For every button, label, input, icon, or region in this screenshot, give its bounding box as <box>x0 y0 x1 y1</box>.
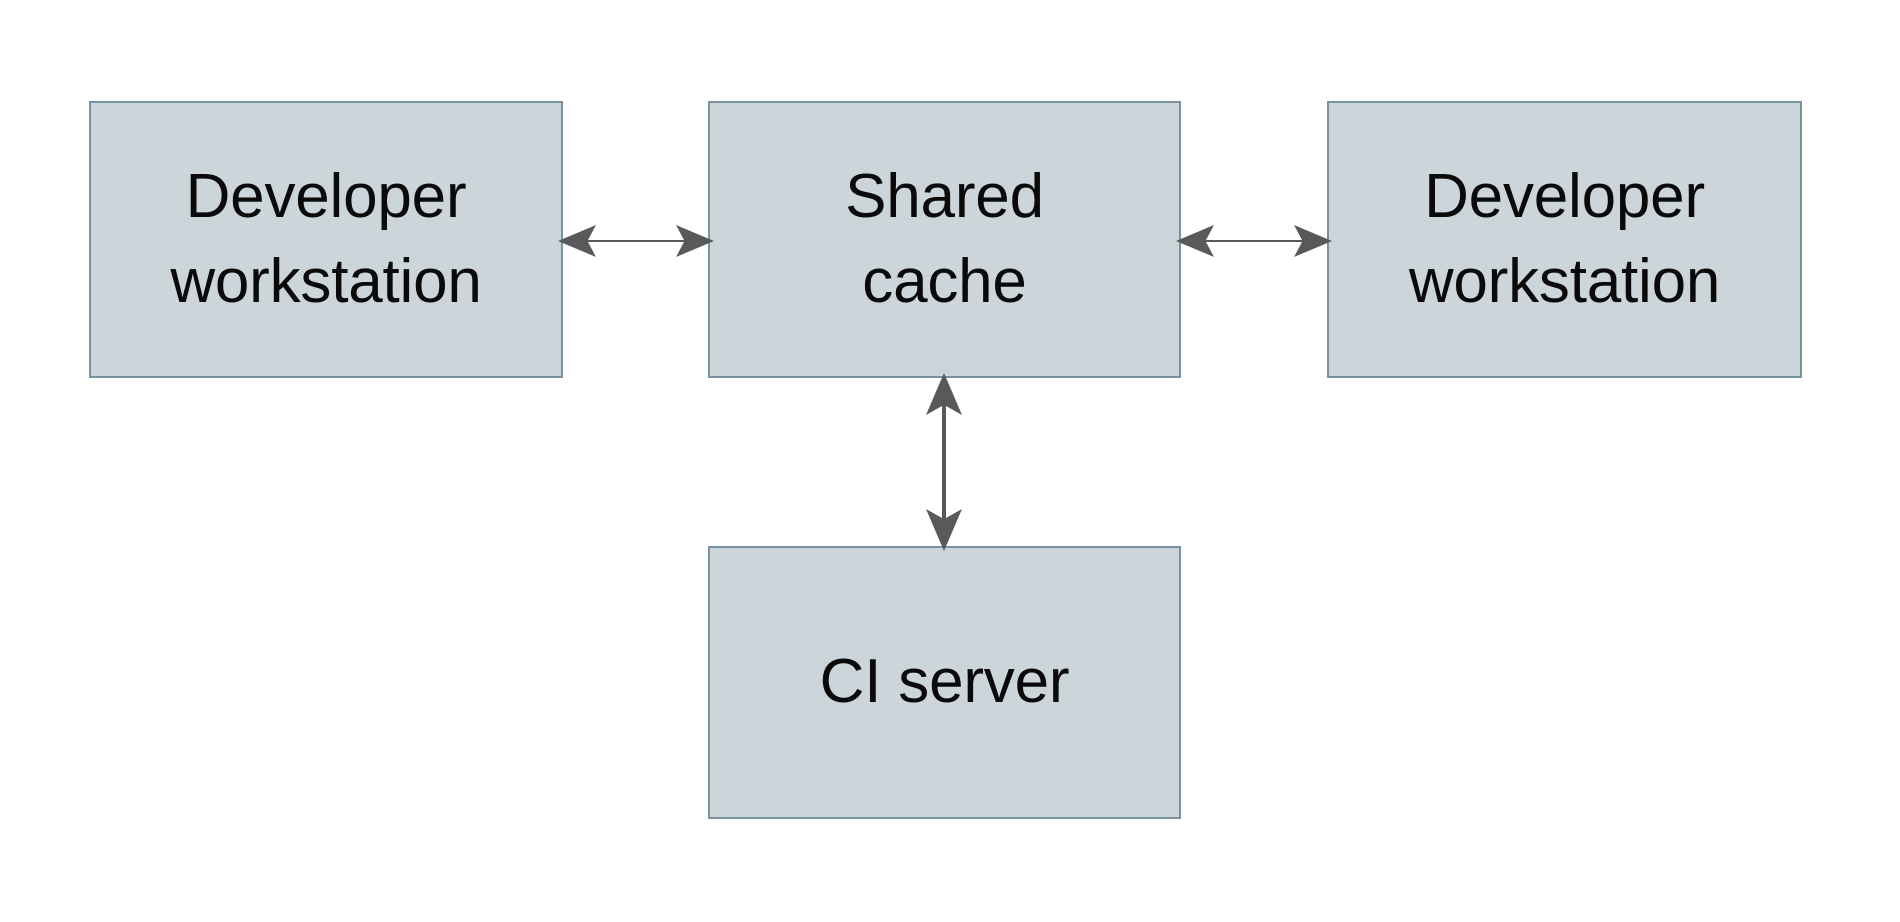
edge-shared-cache-to-developer-right <box>1173 205 1335 277</box>
double-arrow-horizontal-icon <box>558 225 714 257</box>
node-label: Developer workstation <box>170 162 482 316</box>
node-label: Developer workstation <box>1408 162 1721 316</box>
double-arrow-vertical-icon <box>926 373 962 551</box>
edge-developer-left-to-shared-cache <box>555 205 717 277</box>
node-label: CI server <box>819 647 1070 717</box>
edge-shared-cache-to-ci-server <box>908 370 980 554</box>
node-developer-workstation-right[interactable]: Developer workstation <box>1327 101 1802 378</box>
node-ci-server[interactable]: CI server <box>708 546 1181 819</box>
node-label: Shared cache <box>845 162 1044 316</box>
node-developer-workstation-left[interactable]: Developer workstation <box>89 101 563 378</box>
node-shared-cache[interactable]: Shared cache <box>708 101 1181 378</box>
double-arrow-horizontal-icon <box>1176 225 1332 257</box>
